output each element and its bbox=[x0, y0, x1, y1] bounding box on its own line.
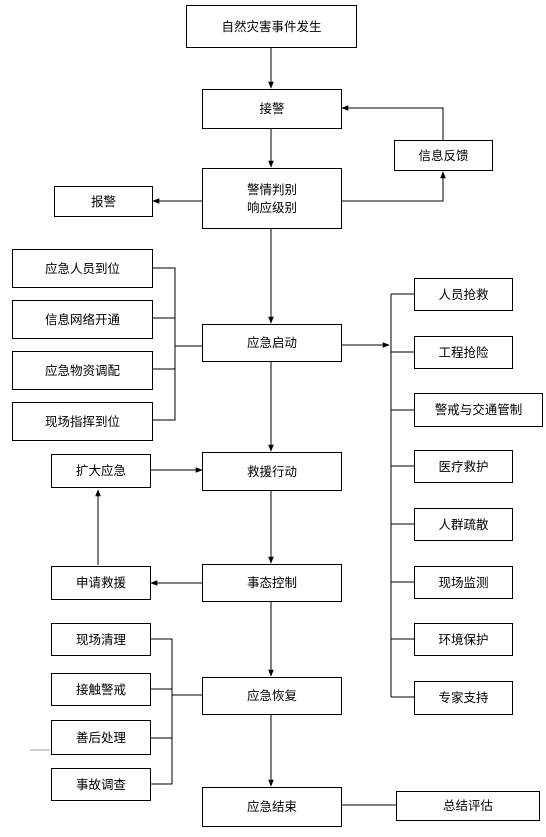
bracket-recovery bbox=[151, 638, 173, 785]
node-end: 应急结束 bbox=[202, 787, 342, 827]
node-environment: 环境保护 bbox=[414, 623, 513, 656]
arrow-judge-to-feedback bbox=[342, 171, 446, 202]
node-request: 申请救援 bbox=[51, 566, 151, 600]
node-traffic: 警戒与交通管制 bbox=[414, 393, 543, 427]
node-staff-arrive: 应急人员到位 bbox=[12, 249, 153, 288]
node-investigate: 事故调查 bbox=[51, 768, 151, 801]
node-report: 报警 bbox=[54, 186, 153, 217]
bracket-preparation bbox=[153, 267, 176, 421]
node-command-arrive: 现场指挥到位 bbox=[12, 402, 153, 441]
node-receive-alarm: 接警 bbox=[202, 89, 342, 129]
node-cleanup: 现场清理 bbox=[51, 623, 151, 656]
node-rescue-action: 救援行动 bbox=[202, 452, 342, 491]
node-aftermath: 善后处理 bbox=[51, 720, 151, 755]
node-medical: 医疗救护 bbox=[414, 450, 513, 483]
node-engineering: 工程抢险 bbox=[414, 336, 513, 369]
node-recover: 应急恢复 bbox=[202, 677, 342, 715]
node-summary: 总结评估 bbox=[396, 791, 540, 821]
node-control: 事态控制 bbox=[202, 564, 342, 602]
arrow-feedback-to-receive bbox=[341, 105, 444, 140]
node-start: 应急启动 bbox=[202, 324, 342, 362]
node-expert: 专家支持 bbox=[414, 681, 513, 715]
node-disaster: 自然灾害事件发生 bbox=[186, 5, 357, 48]
node-network-open: 信息网络开通 bbox=[12, 300, 153, 339]
node-expand: 扩大应急 bbox=[51, 454, 151, 488]
node-evacuate: 人群疏散 bbox=[414, 508, 513, 541]
node-judge: 警情判别 响应级别 bbox=[202, 168, 342, 229]
node-materials: 应急物资调配 bbox=[12, 351, 153, 390]
node-lift-alert: 接触警戒 bbox=[51, 673, 151, 706]
node-monitor: 现场监测 bbox=[414, 566, 513, 599]
node-info-feedback: 信息反馈 bbox=[394, 140, 493, 171]
node-rescue-people: 人员抢救 bbox=[414, 278, 513, 311]
